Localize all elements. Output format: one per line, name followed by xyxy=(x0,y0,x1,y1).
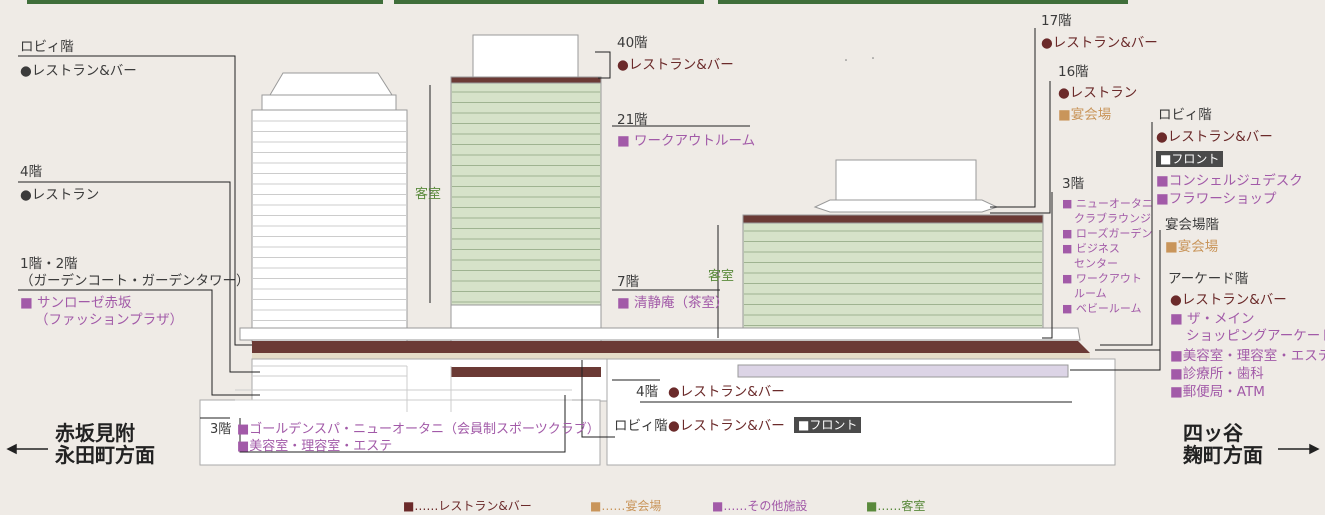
lobby-restaurant-label[interactable]: ●レストラン&バー xyxy=(20,63,137,79)
legend-room: ■……客室 xyxy=(866,499,926,513)
podium-top xyxy=(239,327,1081,341)
f17-restaurant-label[interactable]: ●レストラン&バー xyxy=(1041,35,1158,51)
nav-tab-2 xyxy=(394,0,704,4)
arcade-restaurant-label[interactable]: ●レストラン&バー xyxy=(1170,292,1287,308)
m-f3-item: ルーム xyxy=(1074,287,1107,300)
podium-banquet-band xyxy=(252,353,1090,359)
post-office-label[interactable]: ■郵便局・ATM xyxy=(1170,384,1265,400)
garden-court-label: （ガーデンコート・ガーデンタワー） xyxy=(20,273,250,289)
r-beauty-label[interactable]: ■美容室・理容室・エステ xyxy=(1170,348,1325,364)
first-second-floor-label: 1階・2階 xyxy=(20,256,78,272)
direction-akasaka: 赤坂見附 xyxy=(55,421,135,445)
flower-label[interactable]: ■フラワーショップ xyxy=(1156,191,1277,207)
fashion-plaza-label: （ファッションプラザ） xyxy=(35,312,184,328)
b-f4-label: 4階 xyxy=(636,384,659,400)
f21-workout-label[interactable]: ■ ワークアウトルーム xyxy=(617,133,756,149)
m-f3-list: ■ ニューオータニクラブラウンジ ■ ローズガーデン ■ ビジネスセンター ■ ワーク… xyxy=(1062,196,1153,316)
clinic-label[interactable]: ■診療所・歯科 xyxy=(1170,366,1264,382)
sunrose-label[interactable]: ■ サンローゼ赤坂 xyxy=(20,295,132,311)
golden-spa-label[interactable]: ■ゴールデンスパ・ニューオータニ（会員制スポーツクラブ） xyxy=(237,422,600,437)
bottom-beauty-label[interactable]: ■美容室・理容室・エステ xyxy=(237,439,393,454)
m-f3-label: 3階 xyxy=(1062,176,1085,192)
leader-lines xyxy=(18,28,1161,453)
direction-arrows xyxy=(6,443,1320,455)
legend-other: ■……その他施設 xyxy=(712,499,808,513)
f17-label: 17階 xyxy=(1041,13,1072,29)
b-lobby-label: ロビィ階 xyxy=(614,418,668,434)
garden-court-tower xyxy=(251,72,408,343)
main-arcade-label[interactable]: ■ ザ・メイン xyxy=(1170,311,1255,327)
banquet-floor-label: 宴会場階 xyxy=(1165,217,1219,233)
m-f3-item[interactable]: ■ ローズガーデン xyxy=(1062,227,1153,240)
legend-restaurant: ■……レストラン&バー xyxy=(403,499,532,513)
r-lobby-restaurant-label[interactable]: ●レストラン&バー xyxy=(1156,129,1273,145)
lower-left-block xyxy=(199,399,601,466)
m-f3-item[interactable]: ■ ビジネス xyxy=(1062,242,1120,255)
f16-restaurant-label[interactable]: ●レストラン xyxy=(1058,85,1138,101)
m-f3-item: クラブラウンジ xyxy=(1074,212,1151,225)
m-f3-item[interactable]: ■ ワークアウト xyxy=(1062,272,1142,285)
m-f3-item: センター xyxy=(1074,257,1118,270)
b-front-badge[interactable]: ■フロント xyxy=(794,417,862,433)
lobby-floor-label: ロビィ階 xyxy=(20,39,74,55)
fourth-floor-label: 4階 xyxy=(20,164,43,180)
garden-tower xyxy=(450,34,602,343)
garden-tower-room-label: 客室 xyxy=(415,187,442,202)
f40-restaurant-label[interactable]: ●レストラン&バー xyxy=(617,57,734,73)
f16-banquet-label[interactable]: ■宴会場 xyxy=(1058,107,1112,123)
nav-tab-3 xyxy=(718,0,1128,4)
r-front-badge[interactable]: ■フロント xyxy=(1156,151,1224,167)
arcade-floor-label: アーケード階 xyxy=(1168,271,1249,287)
direction-kojimachi: 麹町方面 xyxy=(1183,443,1263,467)
f4-restaurant-band xyxy=(451,367,601,377)
fourth-restaurant-label[interactable]: ●レストラン xyxy=(20,187,100,203)
b-f4-restaurant-label[interactable]: ●レストラン&バー xyxy=(668,384,785,400)
m-f3-item[interactable]: ■ ニューオータニ xyxy=(1062,197,1153,210)
podium-lower xyxy=(251,358,608,402)
direction-yotsuya: 四ッ谷 xyxy=(1183,421,1243,445)
main-building xyxy=(742,159,1044,341)
b-lobby-restaurant-label[interactable]: ●レストラン&バー xyxy=(668,418,785,434)
main-arcade-label-2: ショッピングアーケード xyxy=(1186,328,1325,344)
f40-label: 40階 xyxy=(617,35,648,51)
main-room-label: 客室 xyxy=(708,269,735,284)
direction-nagatacho: 永田町方面 xyxy=(55,443,155,467)
f16-label: 16階 xyxy=(1058,64,1089,80)
concierge-label[interactable]: ■コンシェルジュデスク xyxy=(1156,173,1303,189)
arcade-band xyxy=(737,364,1069,378)
r-lobby-label: ロビィ階 xyxy=(1158,107,1212,123)
f21-label: 21階 xyxy=(617,112,648,128)
legend-banquet: ■……宴会場 xyxy=(590,499,662,513)
nav-tab-1 xyxy=(27,0,383,4)
f7-tea-room-label[interactable]: ■ 清静庵（茶室） xyxy=(617,295,729,311)
r-banquet-label[interactable]: ■宴会場 xyxy=(1165,239,1219,255)
f7-label: 7階 xyxy=(617,274,640,290)
b-f3-label: 3階 xyxy=(210,422,232,437)
m-f3-item[interactable]: ■ ベビールーム xyxy=(1062,302,1142,315)
podium-restaurant-band xyxy=(252,341,1090,353)
